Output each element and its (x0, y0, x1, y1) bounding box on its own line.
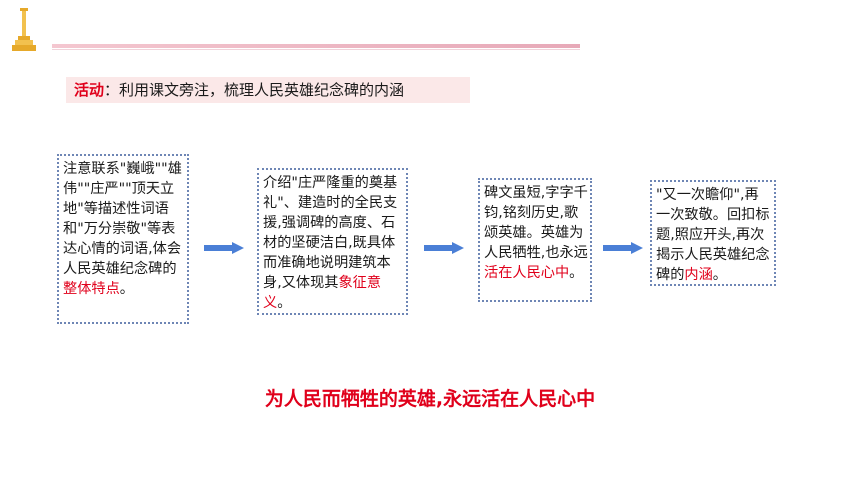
activity-keyword: 活动 (74, 81, 105, 99)
flow-box-4-highlight: 内涵 (684, 267, 713, 283)
monument-icon (12, 8, 36, 51)
flow-box-3-end: 。 (569, 265, 584, 281)
header-divider-thin (52, 49, 580, 50)
flow-box-2-text: 介绍"庄严隆重的奠基礼"、建造时的全民支援,强调碑的高度、石材的坚硬洁白,既具体… (263, 175, 398, 291)
arrow-right-icon (204, 242, 244, 254)
flow-box-3-highlight: 活在人民心中 (484, 265, 570, 281)
flow-box-4-end: 。 (712, 267, 727, 283)
arrow-right-icon (424, 242, 464, 254)
flow-box-1-end: 。 (119, 281, 134, 297)
activity-text: ：利用课文旁注，梳理人民英雄纪念碑的内涵 (104, 81, 405, 99)
flow-box-1: 注意联系"巍峨""雄伟""庄严""顶天立地"等描述性词语和"万分崇敬"等表达心情… (57, 154, 189, 324)
flow-box-1-text: 注意联系"巍峨""雄伟""庄严""顶天立地"等描述性词语和"万分崇敬"等表达心情… (63, 161, 182, 277)
flow-box-4: "又一次瞻仰",再一次致敬。回扣标题,照应开头,再次揭示人民英雄纪念碑的内涵。 (650, 180, 776, 286)
activity-banner: 活动：利用课文旁注，梳理人民英雄纪念碑的内涵 (66, 77, 470, 103)
flow-box-4-text: "又一次瞻仰",再一次致敬。回扣标题,照应开头,再次揭示人民英雄纪念碑的 (656, 187, 770, 283)
conclusion-text: 为人民而牺牲的英雄,永远活在人民心中 (264, 388, 596, 410)
flow-box-1-highlight: 整体特点 (63, 281, 120, 297)
flow-box-3: 碑文虽短,字字千钧,铭刻历史,歌颂英雄。英雄为人民牺牲,也永远活在人民心中。 (478, 178, 592, 302)
flow-box-2-highlight: 象征意义 (263, 275, 382, 311)
flow-box-2-end: 。 (277, 295, 292, 311)
arrow-right-icon (603, 242, 643, 254)
flow-box-3-text: 碑文虽短,字字千钧,铭刻历史,歌颂英雄。英雄为人民牺牲,也永远 (484, 185, 588, 261)
flow-box-2: 介绍"庄严隆重的奠基礼"、建造时的全民支援,强调碑的高度、石材的坚硬洁白,既具体… (257, 168, 408, 315)
header-divider (52, 44, 580, 48)
